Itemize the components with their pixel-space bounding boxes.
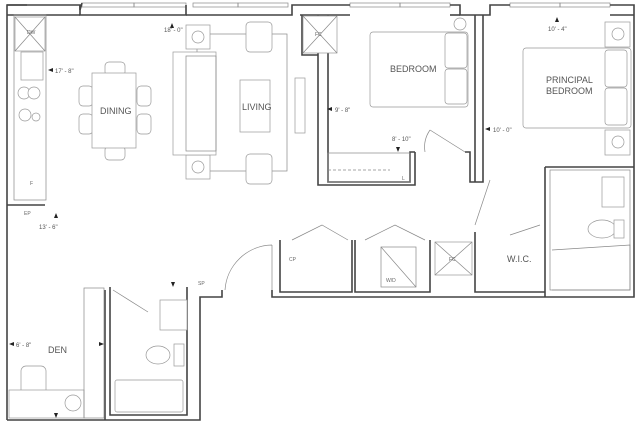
dishwasher-label: DW — [27, 30, 36, 36]
dim-principal-depth: 10' - 4" — [548, 27, 567, 33]
room-label-den: DEN — [48, 345, 67, 355]
room-label-wic: W.I.C. — [507, 254, 532, 264]
coat-closet-label: CP — [289, 257, 297, 263]
room-label-living: LIVING — [242, 102, 272, 112]
dim-bedroom-depth: 8' - 10" — [392, 137, 411, 143]
fan-coil-1: FC — [302, 15, 338, 54]
washer-dryer-label: W/D — [386, 278, 396, 284]
entry-door[interactable]: SP — [198, 244, 273, 291]
main-bathroom — [112, 289, 188, 413]
room-label-dining: DINING — [100, 106, 132, 116]
ensuite — [549, 169, 631, 291]
room-label-principal-2: BEDROOM — [546, 86, 593, 96]
living-furniture: LIVING — [172, 21, 306, 185]
dim-dining-den: 13' - 6" — [39, 225, 58, 231]
dim-principal-width: 10' - 0" — [493, 128, 512, 134]
exterior-walls — [6, 2, 635, 421]
linen-label: L — [402, 176, 405, 182]
dim-bedroom-width: 9' - 8" — [335, 108, 350, 114]
svg-text:FC: FC — [315, 32, 322, 38]
dimensions: 18' - 0" 17' - 8" 13' - 6" 9' - 8" 8' - … — [9, 17, 567, 418]
principal-bedroom: PRINCIPAL BEDROOM — [522, 21, 632, 156]
den: DEN — [8, 287, 105, 419]
bedroom: BEDROOM L — [327, 17, 469, 183]
closets: CP W/D FC W.I.C. — [289, 179, 541, 288]
dim-living: 18' - 0" — [164, 28, 183, 34]
dining-table: DINING — [78, 61, 152, 161]
room-label-bedroom: BEDROOM — [390, 64, 437, 74]
kitchen: DW F EP — [13, 14, 47, 217]
interior-walls — [7, 15, 634, 420]
electrical-panel-label: EP — [24, 211, 31, 217]
fridge-label: F — [30, 181, 33, 187]
room-label-principal-1: PRINCIPAL — [546, 75, 593, 85]
sp-label: SP — [198, 281, 205, 287]
fan-coil-label-2: FC — [449, 257, 456, 263]
dim-den: 6' - 8" — [16, 343, 31, 349]
dim-kitchen: 17' - 8" — [55, 69, 74, 75]
